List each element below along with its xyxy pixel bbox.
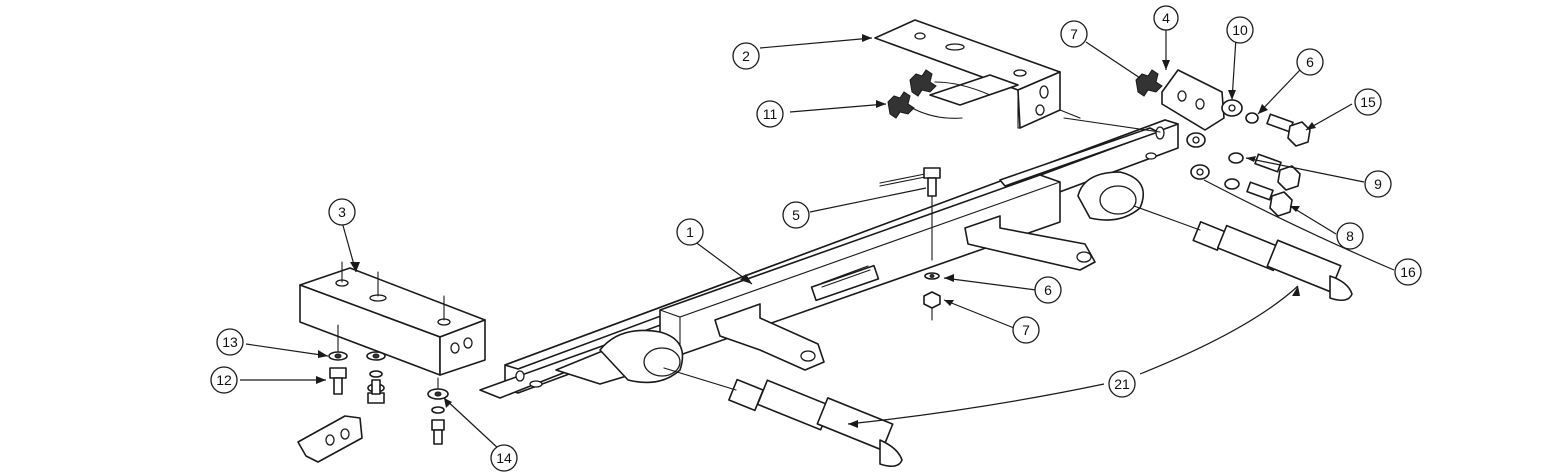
callout-14: 14 bbox=[490, 444, 518, 472]
callout-7-upper: 7 bbox=[1060, 20, 1088, 48]
top-fasteners bbox=[887, 69, 991, 119]
callout-label: 6 bbox=[1044, 282, 1052, 298]
callout-label: 7 bbox=[1070, 26, 1078, 42]
left-fasteners bbox=[328, 324, 449, 445]
callout-9: 9 bbox=[1364, 170, 1392, 198]
callout-label: 6 bbox=[1306, 54, 1314, 70]
spacer-plate-right bbox=[1161, 69, 1225, 131]
lower-arm-left bbox=[714, 303, 825, 371]
callout-label: 14 bbox=[496, 450, 512, 466]
callout-3: 3 bbox=[328, 198, 356, 226]
callout-21: 21 bbox=[1108, 370, 1136, 398]
callout-10: 10 bbox=[1226, 16, 1254, 44]
callout-15: 15 bbox=[1354, 88, 1382, 116]
callout-label: 2 bbox=[742, 48, 750, 64]
callout-label: 16 bbox=[1400, 264, 1416, 280]
receiver-sleeve-right bbox=[1077, 171, 1145, 221]
callout-6-lower: 6 bbox=[1034, 276, 1062, 304]
leader-lines bbox=[240, 28, 1395, 451]
callout-16: 16 bbox=[1394, 258, 1422, 286]
left-bracket bbox=[299, 261, 486, 376]
connector-pin-left bbox=[663, 367, 903, 468]
spacer-plate-left bbox=[297, 415, 363, 463]
callout-label: 8 bbox=[1346, 228, 1354, 244]
lower-arm-right bbox=[964, 215, 1096, 271]
callout-8: 8 bbox=[1336, 222, 1364, 250]
callout-label: 13 bbox=[222, 334, 238, 350]
callout-2: 2 bbox=[732, 42, 760, 70]
callout-12: 12 bbox=[210, 366, 238, 394]
top-bracket bbox=[874, 19, 1081, 129]
center-bolt bbox=[879, 167, 941, 321]
callout-label: 1 bbox=[686, 224, 694, 240]
callout-label: 21 bbox=[1114, 376, 1130, 392]
callout-13: 13 bbox=[216, 328, 244, 356]
callout-label: 9 bbox=[1374, 176, 1382, 192]
callout-5: 5 bbox=[782, 201, 810, 229]
callout-label: 10 bbox=[1232, 22, 1248, 38]
callout-1: 1 bbox=[676, 218, 704, 246]
leader-arrowheads bbox=[316, 34, 1316, 428]
callout-7-lower: 7 bbox=[1012, 316, 1040, 344]
callout-label: 5 bbox=[792, 207, 800, 223]
receiver-sleeve-left bbox=[555, 329, 684, 385]
callout-label: 15 bbox=[1360, 94, 1376, 110]
callout-label: 12 bbox=[216, 372, 232, 388]
callout-6-upper: 6 bbox=[1296, 48, 1324, 76]
callout-label: 7 bbox=[1022, 322, 1030, 338]
callout-11: 11 bbox=[756, 100, 784, 128]
callout-label: 4 bbox=[1162, 10, 1170, 26]
callout-label: 3 bbox=[338, 204, 346, 220]
right-fasteners bbox=[1135, 69, 1311, 217]
callout-4: 4 bbox=[1153, 5, 1179, 31]
callout-label: 11 bbox=[763, 106, 778, 122]
connector-pin-right bbox=[1133, 205, 1353, 302]
